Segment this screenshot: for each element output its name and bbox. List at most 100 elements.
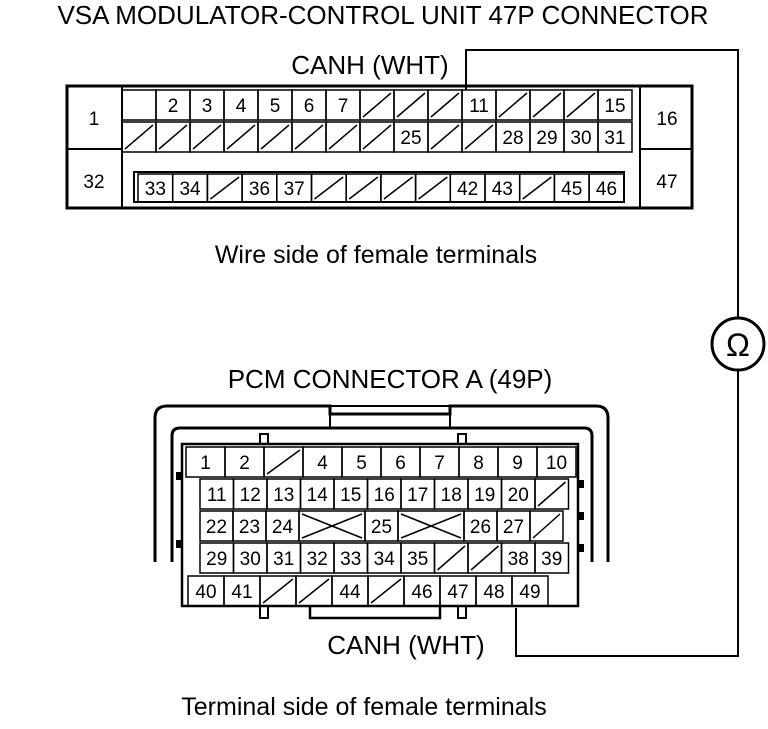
vsa-row1-pin: 6 [291, 89, 327, 121]
unused-cavity-slash [498, 92, 528, 118]
pcm-row2-pin: 12 [232, 478, 268, 510]
pin-number: 12 [240, 485, 261, 506]
vsa-row2-pin [461, 121, 497, 153]
pin-number: 34 [179, 179, 201, 200]
pin-number: 13 [273, 485, 294, 506]
pin-number: 8 [473, 453, 484, 474]
unused-cavity-slash [294, 124, 324, 150]
pin-number: 31 [604, 128, 625, 149]
pin-number: 32 [307, 549, 328, 570]
vsa-row1-pin: 2 [155, 89, 191, 121]
pin-number: 5 [270, 96, 281, 117]
pin-number: 20 [508, 485, 529, 506]
test-lead-wire [465, 49, 739, 657]
pcm-row2-pin: 11 [199, 478, 235, 510]
pcm-row1-pin [263, 446, 304, 478]
pin-number: 36 [249, 179, 270, 200]
pcm-row3-pin: 27 [496, 510, 531, 542]
unused-cavity-slash [192, 124, 222, 150]
pcm-row4-pin: 29 [199, 542, 235, 574]
pin-number: 35 [407, 549, 428, 570]
pcm-row1-pin: 1 [185, 446, 226, 478]
pcm-row5-pin: 47 [439, 575, 477, 607]
pin-number: 40 [195, 582, 216, 603]
vsa-pin-1: 1 [89, 109, 100, 130]
pcm-row2-pin: 16 [366, 478, 402, 510]
pin-number: 19 [474, 485, 495, 506]
vsa-row1-pin [121, 89, 157, 121]
pin-number: 23 [239, 517, 260, 538]
pcm-row1-pin: 2 [224, 446, 265, 478]
vsa-row2-pin [223, 121, 259, 153]
unused-cavity-slash [532, 92, 562, 118]
pin-number: 25 [400, 128, 421, 149]
pcm-row2-pin: 15 [333, 478, 369, 510]
vsa-row1-pin: 5 [257, 89, 293, 121]
vsa-row2-pin: 28 [495, 121, 531, 153]
pcm-row2-pin [534, 478, 570, 510]
pin-number: 22 [206, 517, 227, 538]
vsa-row2-pin [121, 121, 157, 153]
pcm-wire-label: CANH (WHT) [327, 630, 484, 660]
pin-number: 31 [273, 549, 294, 570]
unused-cavity-slash [537, 481, 566, 507]
vsa-row1-pin [393, 89, 429, 121]
pin-number: 6 [395, 453, 406, 474]
pcm-row3-pin: 26 [463, 510, 498, 542]
unused-cavity-slash [328, 124, 358, 150]
unused-cavity-slash [362, 92, 392, 118]
vsa-connector-title: VSA MODULATOR-CONTROL UNIT 47P CONNECTOR [57, 0, 708, 30]
pin-number: 45 [561, 179, 582, 200]
vsa-row2-pin: 25 [393, 121, 429, 153]
pcm-row4-pin: 30 [232, 542, 268, 574]
pin-number: 17 [407, 485, 428, 506]
vsa-row2-pin [325, 121, 361, 153]
pcm-row2-pin: 13 [266, 478, 302, 510]
vsa-row1-pin: 3 [189, 89, 225, 121]
pcm-connector-body [153, 404, 610, 620]
pin-number: 28 [502, 128, 523, 149]
pin-number: 15 [604, 96, 625, 117]
pcm-row3-pin [298, 510, 366, 542]
vsa-row1-pin: 15 [597, 89, 633, 121]
pin-number: 38 [508, 549, 529, 570]
pin-number: 18 [441, 485, 462, 506]
unused-cavity-slash [298, 578, 330, 604]
vsa-row2-pin [155, 121, 191, 153]
pin-number: 33 [145, 179, 166, 200]
pcm-row5-pin [295, 575, 333, 607]
pcm-row4-pin [467, 542, 503, 574]
pcm-caption: Terminal side of female terminals [181, 693, 546, 721]
pcm-row4-pin [433, 542, 469, 574]
pcm-row2-pin: 18 [433, 478, 469, 510]
unused-cavity-slash [383, 176, 414, 200]
unused-cavity-slash [396, 92, 426, 118]
vsa-row3-pin [345, 173, 382, 203]
pcm-row5-pin: 46 [403, 575, 441, 607]
vsa-row3-pin: 33 [137, 173, 174, 203]
vsa-row3-pin: 42 [449, 173, 486, 203]
pcm-lock-tabs [176, 472, 584, 552]
pin-number: 15 [340, 485, 361, 506]
unused-cavity-slash [522, 176, 552, 200]
ohm-symbol: Ω [726, 327, 750, 363]
unused-cavity-slash [362, 124, 392, 150]
unused-cavity-slash [566, 92, 596, 118]
pcm-row4-pin: 35 [400, 542, 436, 574]
unused-cavity-slash [532, 513, 561, 539]
pin-number: 4 [236, 96, 247, 117]
pin-number: 37 [284, 179, 305, 200]
unused-cavity-slash [314, 176, 344, 200]
vsa-row3-pin: 34 [171, 173, 209, 203]
unused-cavity-slash [430, 124, 460, 150]
pin-number: 16 [374, 485, 395, 506]
vsa-pin-16: 16 [656, 109, 677, 130]
vsa-row1-pin [563, 89, 599, 121]
vsa-row3-pin: 36 [241, 173, 278, 203]
